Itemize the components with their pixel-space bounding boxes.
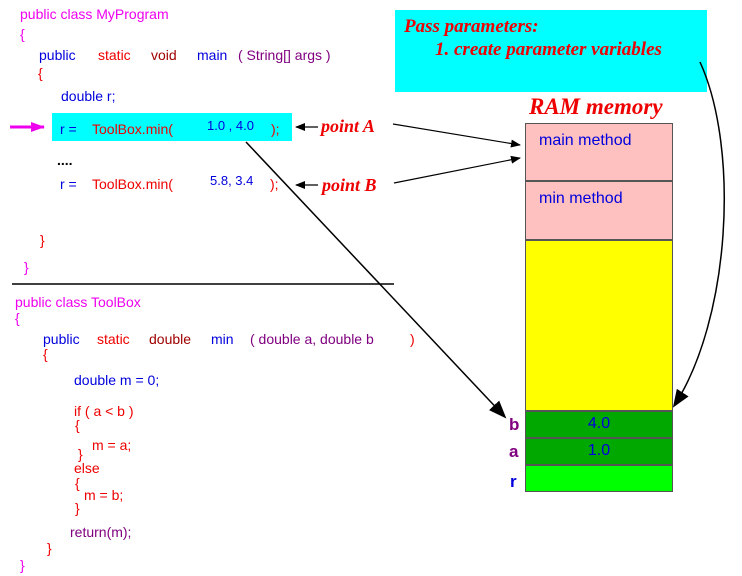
memory-var-a-value: 1.0 [587, 442, 611, 459]
main-static-keyword: static [98, 47, 131, 63]
assign-m-a: m = a; [92, 437, 132, 453]
memory-var-b-value: 4.0 [587, 415, 611, 432]
decl-r: double r; [61, 88, 116, 104]
myprogram-open-brace: { [20, 26, 25, 42]
main-method-name: main [197, 47, 228, 63]
call2-function: ToolBox.min( [92, 176, 173, 192]
arrow-point-a-to-main [392, 123, 521, 148]
memory-var-a: 1.0 [525, 438, 673, 465]
min-method-name: min [211, 331, 234, 347]
call2-end: ); [270, 176, 279, 192]
main-params: ( String[] args ) [238, 47, 331, 63]
var-name-b: b [509, 415, 520, 434]
if-close-brace: } [78, 446, 83, 462]
else-keyword: else [74, 460, 100, 476]
note-line-1: Pass parameters: [404, 16, 539, 37]
label-point-b: point B [322, 175, 377, 195]
myprogram-header: public class MyProgram [20, 6, 169, 22]
memory-frame-min-label: min method [539, 190, 623, 207]
memory-frame-main-label: main method [539, 132, 632, 149]
note-box: Pass parameters: 1. create parameter var… [395, 10, 707, 92]
toolbox-open-brace: { [15, 310, 20, 326]
call2-args: 5.8, 3.4 [210, 173, 254, 188]
if-statement: if ( a < b ) [74, 403, 134, 419]
main-close-brace: } [40, 232, 45, 248]
call1-function: ToolBox.min( [92, 121, 173, 137]
note-line-2: 1. create parameter variables [435, 39, 662, 60]
arrow-point-b-to-main [393, 155, 521, 184]
main-void-keyword: void [151, 47, 177, 63]
min-double-keyword: double [149, 331, 192, 347]
call-highlight [52, 113, 292, 141]
code-ellipsis: .... [57, 152, 73, 168]
main-public-keyword: public [39, 47, 76, 63]
return-statement: return(m); [70, 524, 132, 540]
var-name-r: r [510, 472, 517, 491]
else-close-brace: } [75, 500, 80, 516]
assign-m-b: m = b; [84, 487, 124, 503]
label-point-a: point A [321, 116, 375, 136]
toolbox-header: public class ToolBox [15, 294, 141, 310]
memory-free-area [525, 240, 673, 411]
call1-args: 1.0 , 4.0 [207, 118, 254, 133]
memory-title: RAM memory [529, 94, 663, 119]
call1-lhs: r = [60, 121, 77, 137]
if-open-brace: { [75, 417, 80, 433]
var-name-a: a [509, 442, 519, 461]
min-open-brace: { [43, 346, 48, 362]
min-params-close: ) [410, 331, 415, 347]
toolbox-close-brace: } [20, 557, 25, 573]
call2-lhs: r = [60, 176, 77, 192]
min-close-brace: } [47, 540, 52, 556]
decl-m: double m = 0; [74, 372, 160, 388]
myprogram-close-brace: } [24, 259, 29, 275]
call1-end: ); [271, 121, 280, 137]
memory-var-r [525, 465, 673, 492]
memory-frame-min: min method [525, 181, 673, 240]
else-open-brace: { [75, 475, 80, 491]
arrow-call-to-params [245, 141, 507, 419]
memory-frame-main: main method [525, 123, 673, 181]
memory-var-b: 4.0 [525, 411, 673, 438]
arrow-note-to-params [672, 61, 726, 408]
min-public-keyword: public [43, 331, 80, 347]
min-static-keyword: static [97, 331, 130, 347]
main-open-brace: { [38, 65, 43, 81]
min-params: ( double a, double b [250, 331, 374, 347]
